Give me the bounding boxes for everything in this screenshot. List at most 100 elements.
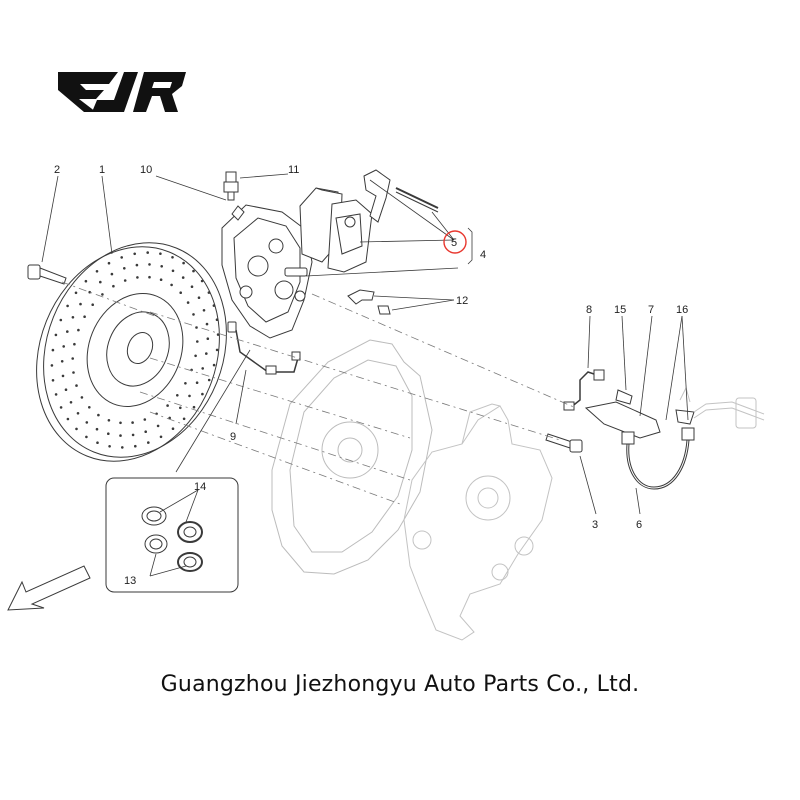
disc-drill-hole bbox=[216, 333, 220, 336]
disc-drill-hole bbox=[54, 333, 58, 337]
disc-drill-hole bbox=[110, 272, 114, 276]
disc-drill-hole bbox=[200, 279, 204, 283]
direction-arrow-icon bbox=[7, 565, 91, 611]
disc-drill-hole bbox=[69, 401, 73, 404]
disc-drill-hole bbox=[168, 416, 171, 420]
disc-drill-hole bbox=[188, 394, 191, 398]
disc-drill-hole bbox=[101, 293, 104, 296]
disc-drill-hole bbox=[72, 371, 75, 374]
disc-drill-hole bbox=[80, 396, 84, 399]
disc-drill-hole bbox=[194, 354, 197, 358]
assembly-axis-lines bbox=[61, 281, 577, 505]
steering-knuckle bbox=[403, 403, 553, 641]
disc-drill-hole bbox=[212, 304, 216, 307]
callout-11: 11 bbox=[288, 164, 299, 176]
company-name: Guangzhou Jiezhongyu Auto Parts Co., Ltd… bbox=[160, 672, 640, 697]
disc-drill-hole bbox=[131, 433, 135, 437]
callout-labels: 1 2 10 11 5 4 12 8 15 7 16 9 14 13 3 6 bbox=[54, 164, 688, 587]
callout-14: 14 bbox=[194, 481, 206, 493]
disc-drill-hole bbox=[166, 404, 169, 407]
disc-drill-hole bbox=[73, 342, 76, 346]
disc-drill-hole bbox=[196, 340, 199, 343]
disc-drill-hole bbox=[107, 419, 111, 422]
disc-drill-hole bbox=[207, 291, 211, 294]
callout-16: 16 bbox=[676, 304, 688, 316]
disc-drill-hole bbox=[79, 302, 82, 306]
disc-drill-hole bbox=[74, 291, 78, 295]
disc-drill-hole bbox=[108, 445, 111, 448]
disc-drill-hole bbox=[181, 276, 185, 279]
disc-drill-hole bbox=[156, 424, 160, 428]
disc-drill-hole bbox=[119, 434, 122, 437]
disc-drill-hole bbox=[195, 381, 199, 385]
disc-drill-hole bbox=[51, 379, 55, 382]
rigid-brake-line bbox=[563, 369, 605, 411]
disc-drill-hole bbox=[85, 435, 88, 439]
disc-drill-hole bbox=[107, 261, 111, 265]
chassis-line bbox=[679, 386, 765, 429]
disc-drill-hole bbox=[197, 296, 201, 300]
disc-drill-hole bbox=[160, 265, 163, 268]
disc-drill-hole bbox=[64, 388, 68, 392]
disc-drill-hole bbox=[66, 304, 69, 308]
brake-pads bbox=[299, 187, 373, 273]
brand-logo bbox=[58, 72, 186, 112]
disc-drill-hole bbox=[159, 252, 162, 255]
disc-drill-hole bbox=[176, 394, 179, 397]
disc-drill-hole bbox=[186, 301, 190, 304]
disc-drill-hole bbox=[62, 345, 65, 348]
disc-drill-hole bbox=[123, 279, 127, 282]
disc-drill-hole bbox=[59, 406, 63, 409]
disc-drill-hole bbox=[207, 378, 211, 382]
disc-drill-hole bbox=[192, 269, 195, 273]
disc-drill-hole bbox=[171, 255, 174, 259]
disc-drill-hole bbox=[170, 283, 173, 287]
disc-drill-hole bbox=[143, 418, 147, 421]
disc-drill-hole bbox=[148, 275, 151, 279]
callout-5: 5 bbox=[451, 237, 457, 249]
callout-13: 13 bbox=[124, 575, 136, 587]
disc-drill-hole bbox=[59, 318, 63, 322]
disc-drill-hole bbox=[215, 318, 219, 322]
leader-lines bbox=[41, 173, 689, 577]
disc-drill-hole bbox=[144, 430, 147, 434]
disc-drill-hole bbox=[112, 284, 115, 288]
disc-drill-hole bbox=[107, 432, 110, 436]
disc-drill-hole bbox=[91, 303, 94, 307]
hose-bracket bbox=[584, 389, 661, 439]
disc-drill-hole bbox=[215, 348, 219, 352]
bleed-screw bbox=[223, 171, 239, 201]
brake-disc bbox=[36, 242, 227, 462]
disc-drill-hole bbox=[205, 322, 209, 326]
disc-drill-hole bbox=[77, 328, 80, 332]
callout-6: 6 bbox=[636, 519, 642, 531]
disc-drill-hole bbox=[88, 406, 91, 409]
callout-2: 2 bbox=[54, 164, 60, 176]
disc-drill-hole bbox=[131, 421, 134, 424]
disc-drill-hole bbox=[135, 263, 139, 267]
disc-drill-hole bbox=[76, 412, 80, 415]
disc-drill-hole bbox=[159, 435, 163, 439]
pad-spring bbox=[363, 169, 439, 223]
disc-drill-hole bbox=[96, 441, 99, 445]
disc-drill-hole bbox=[202, 309, 206, 312]
callout-1: 1 bbox=[99, 164, 105, 176]
disc-drill-hole bbox=[212, 363, 216, 367]
disc-drill-hole bbox=[146, 251, 149, 254]
disc-drill-hole bbox=[120, 256, 123, 259]
disc-drill-hole bbox=[85, 421, 89, 424]
disc-drill-hole bbox=[184, 382, 187, 385]
disc-drill-hole bbox=[179, 291, 182, 295]
seal-kit-inset bbox=[105, 477, 239, 593]
disc-drill-hole bbox=[97, 413, 100, 417]
disc-bolt bbox=[27, 264, 67, 285]
callout-15: 15 bbox=[614, 304, 626, 316]
disc-drill-hole bbox=[134, 444, 137, 448]
callout-3: 3 bbox=[592, 519, 598, 531]
disc-drill-hole bbox=[171, 427, 175, 431]
caliper-mount-bolt bbox=[545, 433, 583, 453]
disc-drill-hole bbox=[206, 337, 210, 341]
disc-drill-hole bbox=[66, 330, 69, 333]
disc-drill-hole bbox=[133, 252, 136, 256]
